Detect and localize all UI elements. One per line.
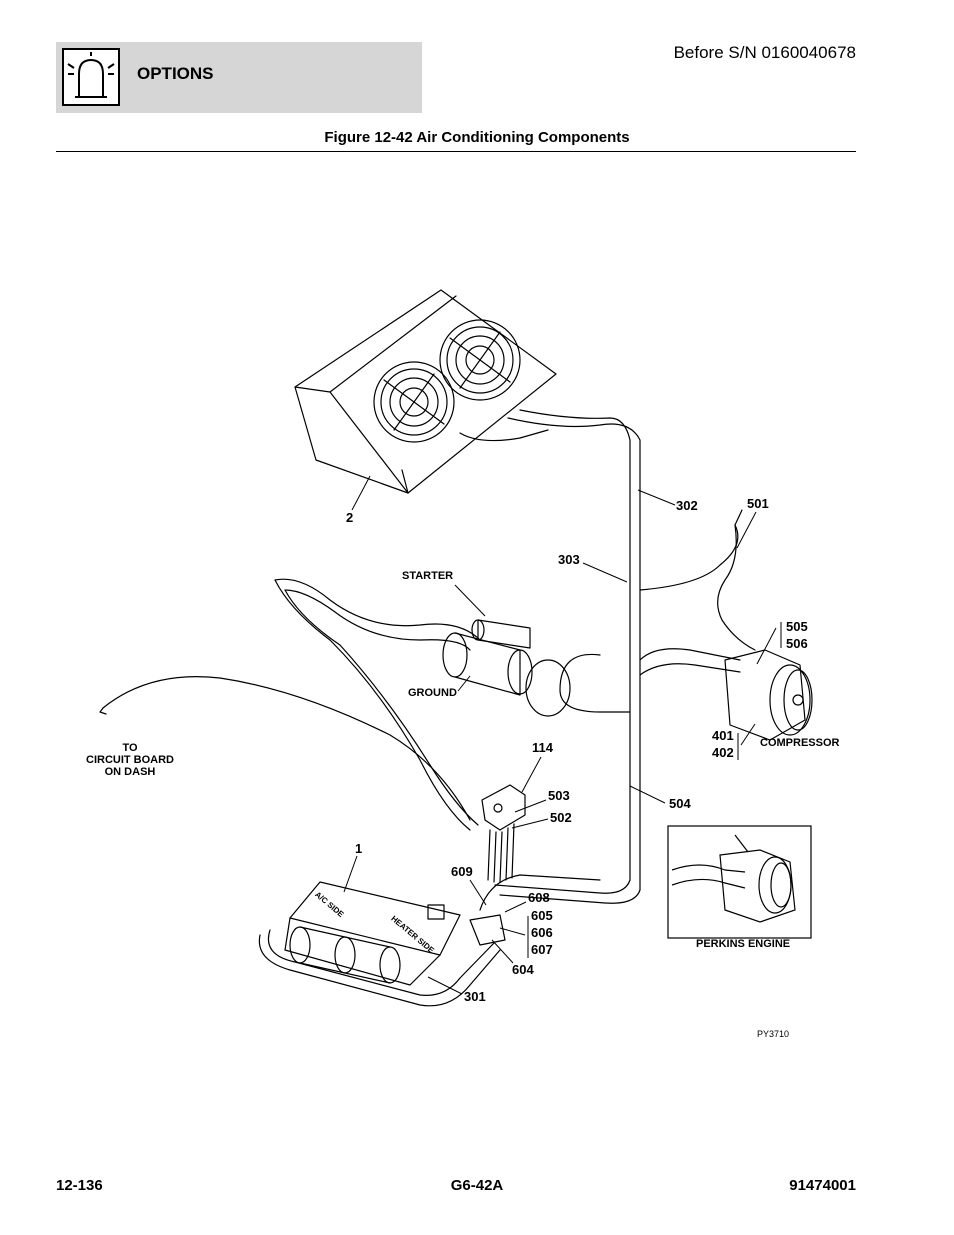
callout-605: 605 [531, 908, 553, 923]
page-number: 12-136 [56, 1177, 103, 1194]
callout-608: 608 [528, 890, 550, 905]
callout-1: 1 [355, 841, 363, 856]
label-to-line1: TO [122, 742, 138, 754]
label-starter: STARTER [402, 570, 454, 582]
callout-401: 401 [712, 728, 734, 743]
callout-607: 607 [531, 942, 553, 957]
label-to-circuit-board: TO CIRCUIT BOARD ON DASH [74, 742, 186, 778]
label-to-line2: CIRCUIT BOARD [86, 754, 174, 766]
inset-caption: PERKINS ENGINE [696, 938, 791, 950]
thermostat-switch [481, 784, 526, 883]
callout-503: 503 [548, 788, 570, 803]
refrigerant-lines [459, 409, 756, 904]
callout-501: 501 [747, 496, 769, 511]
callout-506: 506 [786, 636, 808, 651]
callout-2: 2 [346, 510, 354, 525]
compressor [724, 649, 813, 741]
callout-301: 301 [464, 989, 486, 1004]
header-rule [56, 151, 856, 152]
label-to-line3: ON DASH [104, 766, 156, 778]
document-number: 91474001 [789, 1177, 856, 1194]
callout-114: 114 [532, 740, 553, 755]
label-ground: GROUND [408, 687, 457, 699]
callout-402: 402 [712, 745, 734, 760]
callout-302: 302 [676, 498, 698, 513]
condenser-unit [294, 289, 557, 494]
perkins-inset-drawing [667, 825, 812, 939]
callout-604: 604 [512, 962, 534, 977]
callout-606: 606 [531, 925, 553, 940]
dash-cable [102, 676, 471, 821]
options-beacon-icon [62, 48, 120, 106]
starter-motor [274, 578, 571, 831]
serial-number-note: Before S/N 0160040678 [673, 43, 856, 62]
drawing-id: PY3710 [757, 1029, 790, 1039]
model-name: G6-42A [450, 1177, 504, 1194]
dash-cable-end [99, 707, 107, 715]
callout-505: 505 [786, 619, 808, 634]
callout-303: 303 [558, 552, 580, 567]
callout-609: 609 [451, 864, 473, 879]
callout-504: 504 [669, 796, 691, 811]
evaporator-heater-unit [258, 874, 601, 1007]
figure-title: Figure 12-42 Air Conditioning Components [324, 129, 630, 146]
callout-502: 502 [550, 810, 572, 825]
label-compressor: COMPRESSOR [760, 737, 840, 749]
section-title: OPTIONS [137, 64, 214, 83]
